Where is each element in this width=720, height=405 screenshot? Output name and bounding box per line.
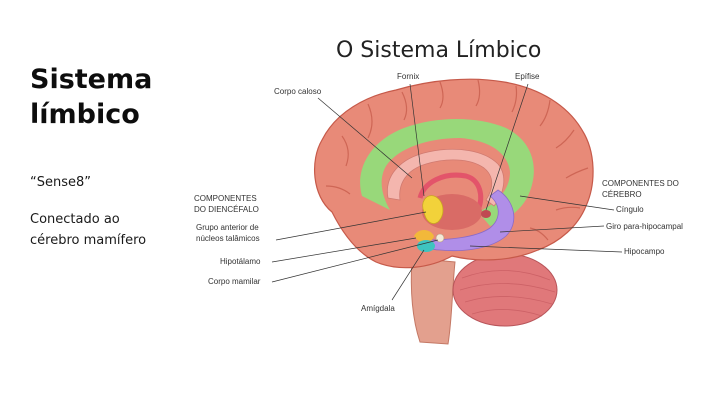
label-componentes-diencefalo-1: COMPONENTES (194, 194, 257, 203)
label-hipocampo: Hipocampo (624, 247, 665, 256)
cerebellum (452, 253, 558, 327)
hypothalamus (414, 230, 434, 243)
description-line-1: Conectado ao (30, 212, 120, 227)
label-epifise: Epífise (515, 72, 540, 81)
fornix (417, 172, 484, 211)
label-componentes-cerebro-2: CÉREBRO (602, 190, 642, 199)
slide-title: Sistema límbico (30, 62, 200, 132)
label-componentes-diencefalo-2: DO DIENCÉFALO (194, 205, 259, 214)
cingulate-gyrus (360, 119, 534, 226)
pineal-gland (481, 210, 491, 218)
label-corpo-caloso: Corpo caloso (274, 87, 322, 96)
amygdala (417, 240, 435, 252)
label-cingulo: Cíngulo (616, 205, 644, 214)
corpus-callosum (386, 148, 505, 207)
label-amigdala: Amígdala (361, 304, 395, 313)
label-fornix: Fornix (397, 72, 419, 81)
slide-title-line-2: límbico (30, 99, 140, 130)
label-grupo-anterior-2: núcleos talâmicos (196, 234, 260, 243)
label-giro-para-hipocampal: Giro para-hipocampal (606, 222, 683, 231)
description-line-2: cérebro mamífero (30, 233, 147, 248)
mammillary-body (435, 233, 445, 243)
label-corpo-mamilar: Corpo mamilar (208, 277, 261, 286)
label-hipotalamo: Hipotálamo (220, 257, 261, 266)
slide-title-line-1: Sistema (30, 64, 153, 95)
slide-subtitle: “Sense8” (30, 175, 92, 190)
figure-title: O Sistema Límbico (336, 38, 542, 63)
label-grupo-anterior-1: Grupo anterior de (196, 223, 259, 232)
anterior-thalamic-nuclei (422, 195, 444, 224)
brainstem (410, 257, 456, 345)
slide-description: Conectado ao cérebro mamífero (30, 209, 180, 251)
label-componentes-cerebro-1: COMPONENTES DO (602, 179, 679, 188)
